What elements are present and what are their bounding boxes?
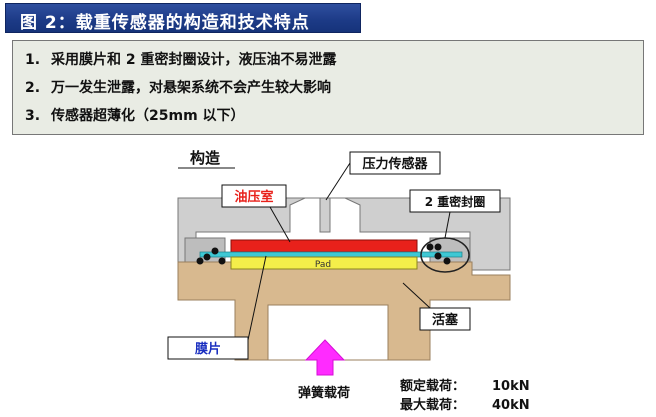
feature-point-number: 3. xyxy=(25,108,41,124)
left-seal-dots xyxy=(196,247,226,265)
piston-leader xyxy=(402,282,431,309)
feature-point-number: 1. xyxy=(25,52,41,68)
piston-label-box xyxy=(419,307,471,331)
pad-label: Pad xyxy=(315,260,331,270)
double-seal-label: 2 重密封圈 xyxy=(425,194,486,209)
rated-load-value: 10kN xyxy=(492,379,530,394)
feature-points-box: 1. 采用膜片和 2 重密封圈设计，液压油不易泄露 2. 万一发生泄露，对悬架系统不… xyxy=(12,40,644,135)
spring-load-arrow-icon xyxy=(304,339,346,376)
double-seal-label-box xyxy=(409,189,501,213)
max-load-label: 最大载荷： xyxy=(400,397,465,413)
oil-chamber-label: 油压室 xyxy=(234,189,273,205)
figure-title-bar: 图 2：载重传感器的构造和技术特点 xyxy=(5,3,361,33)
right-seal-dots xyxy=(426,243,451,265)
pad xyxy=(230,256,418,270)
oil-chamber xyxy=(230,239,418,253)
feature-point-text: 传感器超薄化（25mm 以下） xyxy=(51,108,245,124)
oil-chamber-leader xyxy=(269,206,291,243)
max-load-value: 40kN xyxy=(492,398,530,413)
feature-point-number: 2. xyxy=(25,80,41,96)
structure-label: 构造 xyxy=(190,149,220,167)
feature-point-text: 万一发生泄露，对悬架系统不会产生较大影响 xyxy=(51,80,331,96)
rated-load-label: 额定载荷： xyxy=(400,378,465,394)
spring-load-label: 弹簧载荷 xyxy=(298,385,350,401)
oil-chamber-label-box xyxy=(221,184,287,208)
feature-point-3: 3. 传感器超薄化（25mm 以下） xyxy=(25,105,245,125)
diaphragm-label: 膜片 xyxy=(195,341,221,357)
feature-point-text: 采用膜片和 2 重密封圈设计，液压油不易泄露 xyxy=(51,52,337,68)
feature-point-1: 1. 采用膜片和 2 重密封圈设计，液压油不易泄露 xyxy=(25,49,337,69)
figure-title: 图 2：载重传感器的构造和技术特点 xyxy=(20,13,310,33)
diaphragm-film xyxy=(199,251,463,258)
feature-point-2: 2. 万一发生泄露，对悬架系统不会产生较大影响 xyxy=(25,77,331,97)
double-seal-leader xyxy=(444,211,451,239)
diaphragm-leader xyxy=(247,255,267,341)
diaphragm-label-box xyxy=(167,336,249,360)
pressure-sensor-label: 压力传感器 xyxy=(362,156,428,172)
piston-label: 活塞 xyxy=(432,312,459,328)
pressure-sensor-leader xyxy=(325,162,351,201)
